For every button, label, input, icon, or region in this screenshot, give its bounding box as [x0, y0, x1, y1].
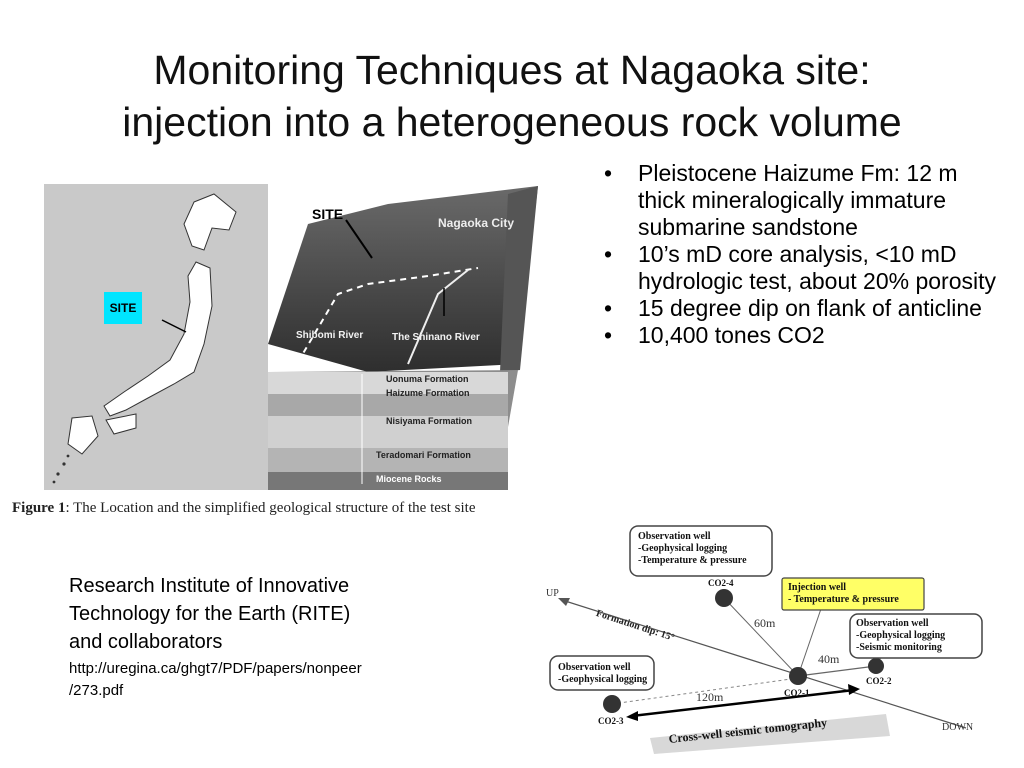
formation-label: Nisiyama Formation: [386, 416, 473, 426]
slide-title: Monitoring Techniques at Nagaoka site: i…: [40, 44, 984, 148]
obs-well-left-box: Observation well -Geophysical logging: [558, 662, 647, 686]
distance-label: 60m: [754, 616, 776, 630]
credit-line: Technology for the Earth (RITE): [69, 603, 351, 625]
obs-well-top-line: -Geophysical logging: [638, 543, 728, 554]
geology-block-diagram: SITE Nagaoka City Shibomi River The Shin…: [268, 184, 538, 490]
figure-location-geology: SITE SITE Nagaoka City Shibomi R: [10, 180, 570, 520]
city-label: Nagaoka City: [438, 216, 515, 230]
caption-figure-number: Figure 1: [12, 500, 66, 516]
bullet-item: 10’s mD core analysis, <10 mD hydrologic…: [598, 241, 1008, 295]
obs-well-left-line: -Geophysical logging: [558, 674, 648, 685]
well-layout-drawing: [549, 525, 983, 754]
river-label: The Shinano River: [392, 332, 480, 343]
credit-line: Research Institute of Innovative: [69, 575, 350, 597]
obs-well-right-line: -Seismic monitoring: [856, 642, 942, 653]
japan-map-drawing: [52, 193, 237, 484]
obs-well-left-title: Observation well: [558, 662, 631, 673]
site-box: SITE: [104, 292, 142, 324]
source-link[interactable]: http://uregina.ca/ghgt7/PDF/papers/nonpe…: [69, 658, 469, 702]
caption-text: : The Location and the simplified geolog…: [65, 500, 476, 516]
formation-label: Teradomari Formation: [376, 450, 471, 460]
source-url-line[interactable]: /273.pdf: [69, 682, 124, 699]
up-label: UP: [546, 588, 559, 599]
figure-well-layout: Observation well -Geophysical logging -T…: [536, 518, 988, 766]
site-label: SITE: [312, 206, 344, 222]
credit-block: Research Institute of Innovative Technol…: [69, 572, 469, 702]
formation-label: Miocene Rocks: [376, 474, 442, 484]
bullet-item: Pleistocene Haizume Fm: 12 m thick miner…: [598, 160, 1008, 241]
site-box-label: SITE: [109, 301, 137, 315]
formation-label: Haizume Formation: [386, 388, 470, 398]
river-label: Shibomi River: [296, 330, 364, 341]
obs-well-top-box: Observation well -Geophysical logging -T…: [638, 531, 747, 567]
injection-well-box: Injection well - Temperature & pressure: [788, 582, 899, 606]
bullet-item: 10,400 tones CO2: [598, 322, 1008, 349]
credit-line: and collaborators: [69, 631, 223, 653]
obs-well-top-line: -Temperature & pressure: [638, 555, 747, 566]
figure-caption: Figure 1: The Location and the simplifie…: [12, 500, 476, 517]
obs-well-top-title: Observation well: [638, 531, 711, 542]
bullet-item: 15 degree dip on flank of anticline: [598, 295, 1008, 322]
geology-drawing: [268, 186, 538, 490]
source-url-line[interactable]: http://uregina.ca/ghgt7/PDF/papers/nonpe…: [69, 660, 362, 677]
title-line-2: injection into a heterogeneous rock volu…: [122, 99, 902, 145]
obs-well-right-line: -Geophysical logging: [856, 630, 946, 641]
obs-well-right-title: Observation well: [856, 618, 929, 629]
title-line-1: Monitoring Techniques at Nagaoka site:: [153, 47, 871, 93]
bullet-list: Pleistocene Haizume Fm: 12 m thick miner…: [598, 160, 1008, 349]
down-label: DOWN: [942, 722, 974, 733]
injection-well-line: - Temperature & pressure: [788, 594, 899, 605]
well-label-co2-3: CO2-3: [598, 716, 624, 726]
well-label-co2-1: CO2-1: [784, 688, 810, 698]
distance-label: 120m: [696, 690, 724, 704]
formation-label: Uonuma Formation: [386, 374, 469, 384]
obs-well-right-box: Observation well -Geophysical logging -S…: [856, 618, 945, 654]
well-label-co2-2: CO2-2: [866, 676, 892, 686]
japan-map: SITE: [44, 184, 268, 490]
distance-label: 40m: [818, 652, 840, 666]
injection-well-title: Injection well: [788, 582, 847, 593]
well-label-co2-4: CO2-4: [708, 578, 734, 588]
